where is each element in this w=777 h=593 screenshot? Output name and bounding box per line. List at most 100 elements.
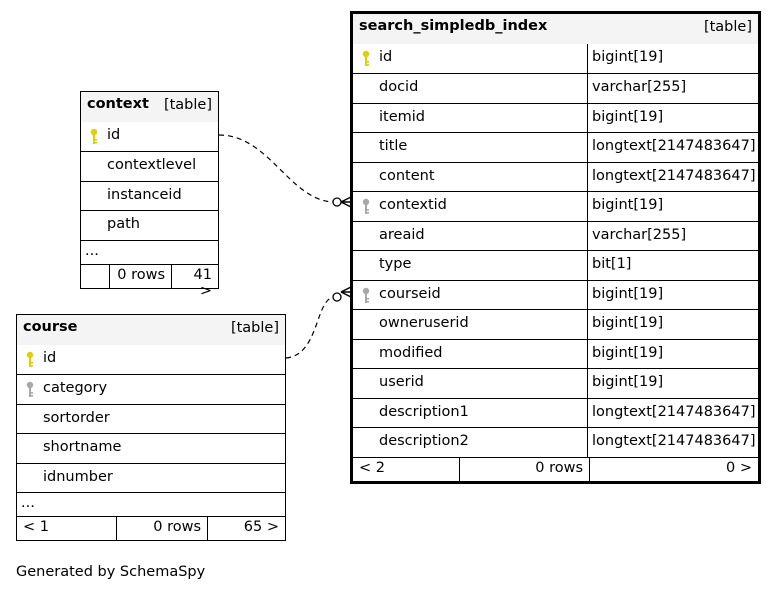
column-name: type (379, 256, 412, 272)
column-name: content (379, 167, 435, 184)
column-row[interactable]: sortorder (17, 403, 285, 434)
table-name[interactable]: search_simpledb_index (359, 18, 548, 34)
column-row[interactable]: areaid varchar[255] (353, 220, 758, 250)
column-name: category (43, 380, 108, 396)
link-optional-marker (332, 292, 342, 302)
table-footer: < 2 0 rows 0 > (353, 456, 758, 481)
column-name: idnumber (43, 468, 113, 485)
column-name: instanceid (107, 186, 182, 203)
column-name: contextlevel (107, 157, 197, 173)
more-columns[interactable]: ... (17, 492, 285, 516)
column-type: longtext[2147483647] (587, 162, 758, 191)
column-name: areaid (379, 226, 425, 243)
column-row[interactable]: shortname (17, 433, 285, 463)
link-crowfoot (340, 196, 352, 208)
table-header: search_simpledb_index [table] (353, 14, 758, 44)
row-count: 0 rows (459, 457, 589, 481)
column-type: bigint[19] (587, 310, 758, 339)
column-name: userid (379, 374, 424, 390)
column-name: title (379, 138, 408, 154)
column-list: id contextlevel instanceid path (81, 122, 218, 240)
column-type: longtext[2147483647] (587, 428, 758, 457)
parents-link[interactable]: < 1 (23, 519, 49, 535)
column-row[interactable]: instanceid (81, 180, 218, 211)
column-name: owneruserid (379, 315, 469, 331)
column-row[interactable]: courseid bigint[19] (353, 279, 758, 309)
column-type: bigint[19] (587, 369, 758, 398)
foreign-key-icon (25, 381, 35, 398)
column-name: description1 (379, 403, 469, 420)
course-to-main-link (285, 296, 336, 359)
column-row[interactable]: contextid bigint[19] (353, 191, 758, 221)
column-type: varchar[255] (587, 74, 758, 103)
table-name[interactable]: context (87, 96, 149, 112)
column-type: varchar[255] (587, 221, 758, 250)
column-row[interactable]: path (81, 210, 218, 240)
foreign-key-icon (361, 198, 371, 215)
column-type: bigint[19] (587, 103, 758, 132)
primary-key-icon (361, 50, 371, 67)
column-type: bigint[19] (587, 192, 758, 221)
column-list: id category sortorder shortname idnumber (17, 345, 285, 493)
foreign-key-icon (361, 287, 371, 304)
ellipsis: ... (85, 242, 99, 259)
table-type-tag: [table] (703, 19, 752, 35)
more-columns[interactable]: ... (81, 239, 218, 264)
column-name: id (107, 126, 121, 143)
column-name: path (107, 216, 140, 232)
table-name[interactable]: course (23, 319, 78, 335)
column-type: bigint[19] (587, 43, 758, 73)
course-table[interactable]: course [table] id category sortorder shortn… (16, 314, 286, 541)
table-header: course [table] (17, 315, 285, 345)
column-row[interactable]: modified bigint[19] (353, 338, 758, 368)
column-row[interactable]: contextlevel (81, 151, 218, 181)
column-name: id (43, 349, 57, 366)
column-row[interactable]: docid varchar[255] (353, 73, 758, 103)
column-row[interactable]: owneruserid bigint[19] (353, 309, 758, 339)
column-type: longtext[2147483647] (587, 398, 758, 427)
column-name: shortname (43, 439, 122, 455)
children-link[interactable]: 0 > (589, 457, 758, 481)
column-row[interactable]: title longtext[2147483647] (353, 132, 758, 162)
column-name: modified (379, 344, 443, 361)
column-name: sortorder (43, 409, 110, 426)
row-count: 0 rows (116, 517, 207, 540)
parents-link[interactable] (81, 265, 109, 288)
context-table[interactable]: context [table] id contextlevel instanceid… (80, 91, 219, 299)
column-row[interactable]: id (81, 122, 218, 152)
context-to-main-link (218, 134, 336, 203)
column-name: docid (379, 79, 419, 95)
generated-by-credit: Generated by SchemaSpy (16, 564, 206, 580)
link-crowfoot (340, 286, 352, 298)
column-type: longtext[2147483647] (587, 133, 758, 162)
table-footer: 0 rows 41 > (81, 263, 218, 299)
column-type: bigint[19] (587, 339, 758, 368)
column-row[interactable]: description1 longtext[2147483647] (353, 397, 758, 427)
table-footer: < 1 0 rows 65 > (17, 516, 285, 540)
column-row[interactable]: itemid bigint[19] (353, 102, 758, 132)
column-row[interactable]: userid bigint[19] (353, 368, 758, 398)
column-name: itemid (379, 108, 425, 125)
column-row[interactable]: idnumber (17, 462, 285, 493)
children-link[interactable]: 41 > (171, 264, 218, 299)
column-row[interactable]: id (17, 345, 285, 375)
column-name: courseid (379, 285, 441, 302)
column-row[interactable]: content longtext[2147483647] (353, 161, 758, 191)
column-row[interactable]: category (17, 374, 285, 404)
row-count: 0 rows (109, 264, 171, 288)
column-type: bigint[19] (587, 280, 758, 309)
parents-link[interactable]: < 2 (359, 459, 385, 476)
link-optional-marker (332, 197, 342, 207)
primary-key-icon (89, 128, 99, 145)
children-link[interactable]: 65 > (207, 517, 285, 540)
column-name: contextid (379, 197, 447, 213)
ellipsis: ... (21, 495, 35, 511)
primary-key-icon (25, 351, 35, 368)
table-header: context [table] (81, 92, 218, 122)
